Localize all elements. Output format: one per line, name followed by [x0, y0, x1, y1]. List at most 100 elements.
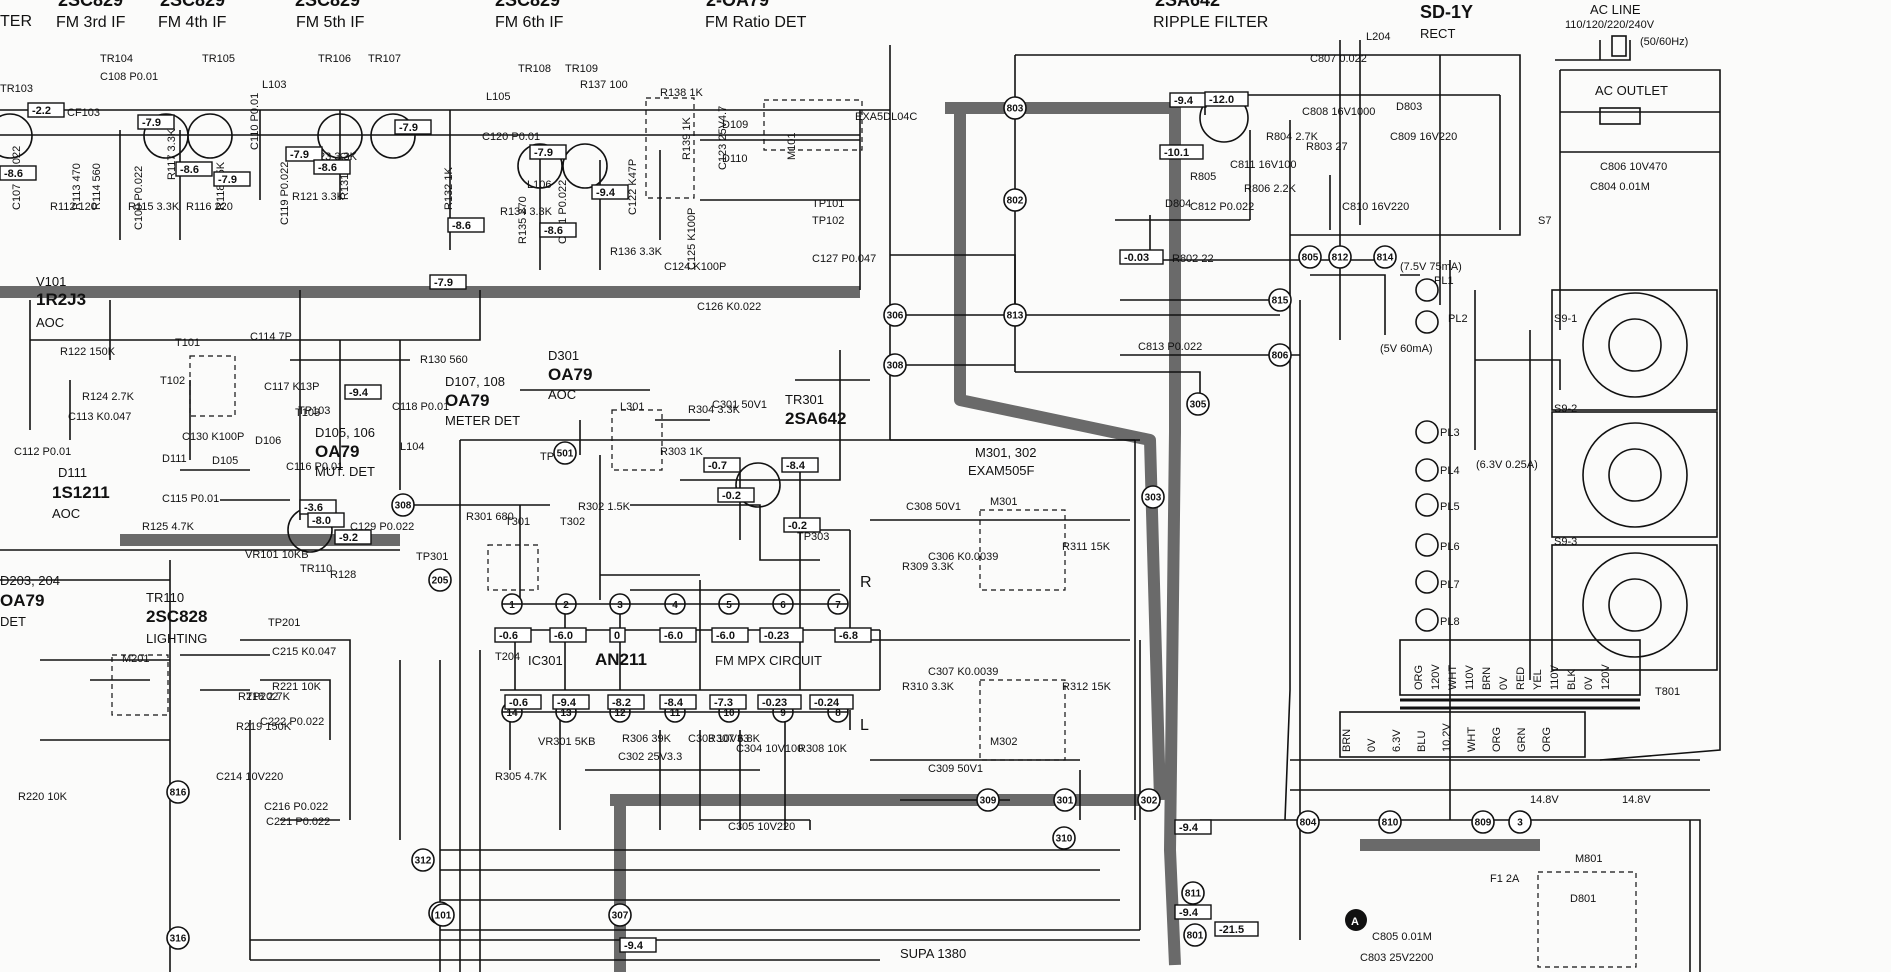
- component-label: R130 560: [420, 354, 468, 366]
- voltage-value: -7.9: [142, 117, 161, 129]
- component-label: C810 16V220: [1342, 201, 1409, 213]
- voltage-box: -7.9: [394, 119, 432, 135]
- component-label: C309 50V1: [928, 763, 983, 775]
- voltage-value: -0.7: [708, 460, 727, 472]
- voltage-box: -0.24: [809, 694, 854, 710]
- component-label: R805: [1190, 171, 1216, 183]
- voltage-value: -9.4: [1179, 822, 1199, 834]
- pin-number: 8: [835, 708, 841, 719]
- component-label: C127 P0.047: [812, 253, 876, 265]
- node-813: 813: [1003, 303, 1027, 327]
- voltage-box: -7.9: [285, 146, 323, 162]
- node-label: 308: [887, 361, 904, 372]
- node-label: 308: [395, 501, 412, 512]
- voltage-box: -3.6: [299, 499, 337, 515]
- ref-label: L103: [262, 79, 286, 91]
- stage4-func: FM 6th IF: [495, 14, 564, 31]
- ref-label: L301: [620, 401, 644, 413]
- voltage-box: -7.9: [137, 114, 175, 130]
- component-label: C116 P0.01: [286, 461, 343, 473]
- ref-label: L105: [486, 91, 510, 103]
- component-label: R121 3.3K: [292, 191, 345, 203]
- voltage-value: -8.4: [664, 697, 684, 709]
- m301-ref: M301, 302: [975, 445, 1036, 460]
- ref-label: D801: [1570, 893, 1596, 905]
- component-label: C122 K47P: [627, 159, 639, 215]
- component-label: R303 1K: [660, 446, 703, 458]
- ac-outlet: [1599, 35, 1641, 125]
- voltage-value: 0: [614, 630, 620, 642]
- voltage-value: -9.4: [557, 697, 577, 709]
- stage-ter: TER: [0, 13, 32, 30]
- voltage-value: -0.6: [499, 630, 518, 642]
- ref-label: T302: [560, 516, 585, 528]
- component-label: C813 P0.022: [1138, 341, 1202, 353]
- node-809: 809: [1471, 810, 1495, 834]
- ref-label: S9-1: [1554, 313, 1577, 325]
- voltage-value: -7.9: [434, 277, 453, 289]
- stage5-func: FM Ratio DET: [705, 14, 807, 31]
- voltage-value: -0.2: [722, 490, 741, 502]
- voltage-box: -8.0: [307, 512, 345, 528]
- component-label: C808 16V1000: [1302, 106, 1375, 118]
- ref-label: PL5: [1440, 501, 1460, 513]
- component-label: R116 220: [186, 201, 233, 213]
- node-label: 303: [1145, 493, 1162, 504]
- component-label: C307 K0.0039: [928, 666, 998, 678]
- primary-wire: 110V: [1549, 664, 1561, 690]
- ref-label: TR110: [300, 563, 332, 575]
- stage-headers: TER 2SC829 FM 3rd IF 2SC829 FM 4th IF 2S…: [0, 0, 1688, 98]
- component-label: R312 15K: [1062, 681, 1112, 693]
- ref-label: D110: [722, 153, 747, 165]
- ref-label: TP103: [298, 405, 330, 417]
- component-label: R309 3.3K: [902, 561, 955, 573]
- ground-loop-inner: [954, 108, 1166, 801]
- component-label: R132 1K: [443, 167, 455, 210]
- node-label: 803: [1007, 104, 1024, 115]
- node-501: 501: [553, 441, 577, 465]
- component-label: R806 2.2K: [1244, 183, 1297, 195]
- component-label: L204: [1366, 31, 1390, 43]
- channel-r: R: [860, 574, 872, 591]
- component-label: C126 K0.022: [697, 301, 761, 313]
- voltage-box: -8.6: [313, 159, 351, 175]
- ref-label: TP201: [268, 617, 300, 629]
- primary-wire: BLK: [1566, 669, 1578, 690]
- ref-label: TR104: [100, 53, 133, 65]
- ref-label: PL6: [1440, 541, 1460, 553]
- ref-label: L106: [527, 179, 551, 191]
- node-label: 814: [1377, 253, 1394, 264]
- node-806: 806: [1268, 343, 1292, 367]
- ref-label: TP202: [246, 691, 278, 703]
- component-label: R117 3.3K: [166, 128, 178, 180]
- primary-wire: YEL: [1532, 669, 1544, 690]
- voltage-box: -8.6: [539, 222, 577, 238]
- wiring: [0, 40, 1721, 972]
- secondary-wire: 0V: [1366, 738, 1378, 752]
- node-811: 811: [1181, 881, 1205, 905]
- voltage-box: -0.23: [759, 627, 804, 643]
- node-802: 802: [1003, 188, 1027, 212]
- component-label: C302 25V3.3: [618, 751, 682, 763]
- d301-part: OA79: [548, 365, 592, 384]
- ref-label: TR106: [318, 53, 351, 65]
- voltage-box: -8.2: [607, 694, 645, 710]
- ref-label: S9-3: [1554, 536, 1577, 548]
- ref-label: D111: [162, 453, 187, 465]
- pl-rating-3: (6.3V 0.25A): [1476, 459, 1538, 471]
- component-label: R802 22: [1172, 253, 1214, 265]
- component-label: C117 K13P: [264, 381, 319, 393]
- component-label: R304 3.3K: [688, 404, 741, 416]
- d107-ref: D107, 108: [445, 374, 505, 389]
- voltage-box: -8.6: [0, 165, 37, 181]
- channel-l: L: [860, 717, 869, 734]
- pin-number: 14: [506, 708, 518, 719]
- d111-func: AOC: [52, 506, 80, 521]
- stage7-part: SD-1Y: [1420, 2, 1473, 22]
- component-label: C805 0.01M: [1372, 931, 1432, 943]
- node-810: 810: [1378, 810, 1402, 834]
- ref-label: TR105: [202, 53, 235, 65]
- node-101: 101: [431, 903, 455, 927]
- voltage-value: -0.24: [814, 697, 840, 709]
- pl-rating-2: (5V 60mA): [1380, 343, 1433, 355]
